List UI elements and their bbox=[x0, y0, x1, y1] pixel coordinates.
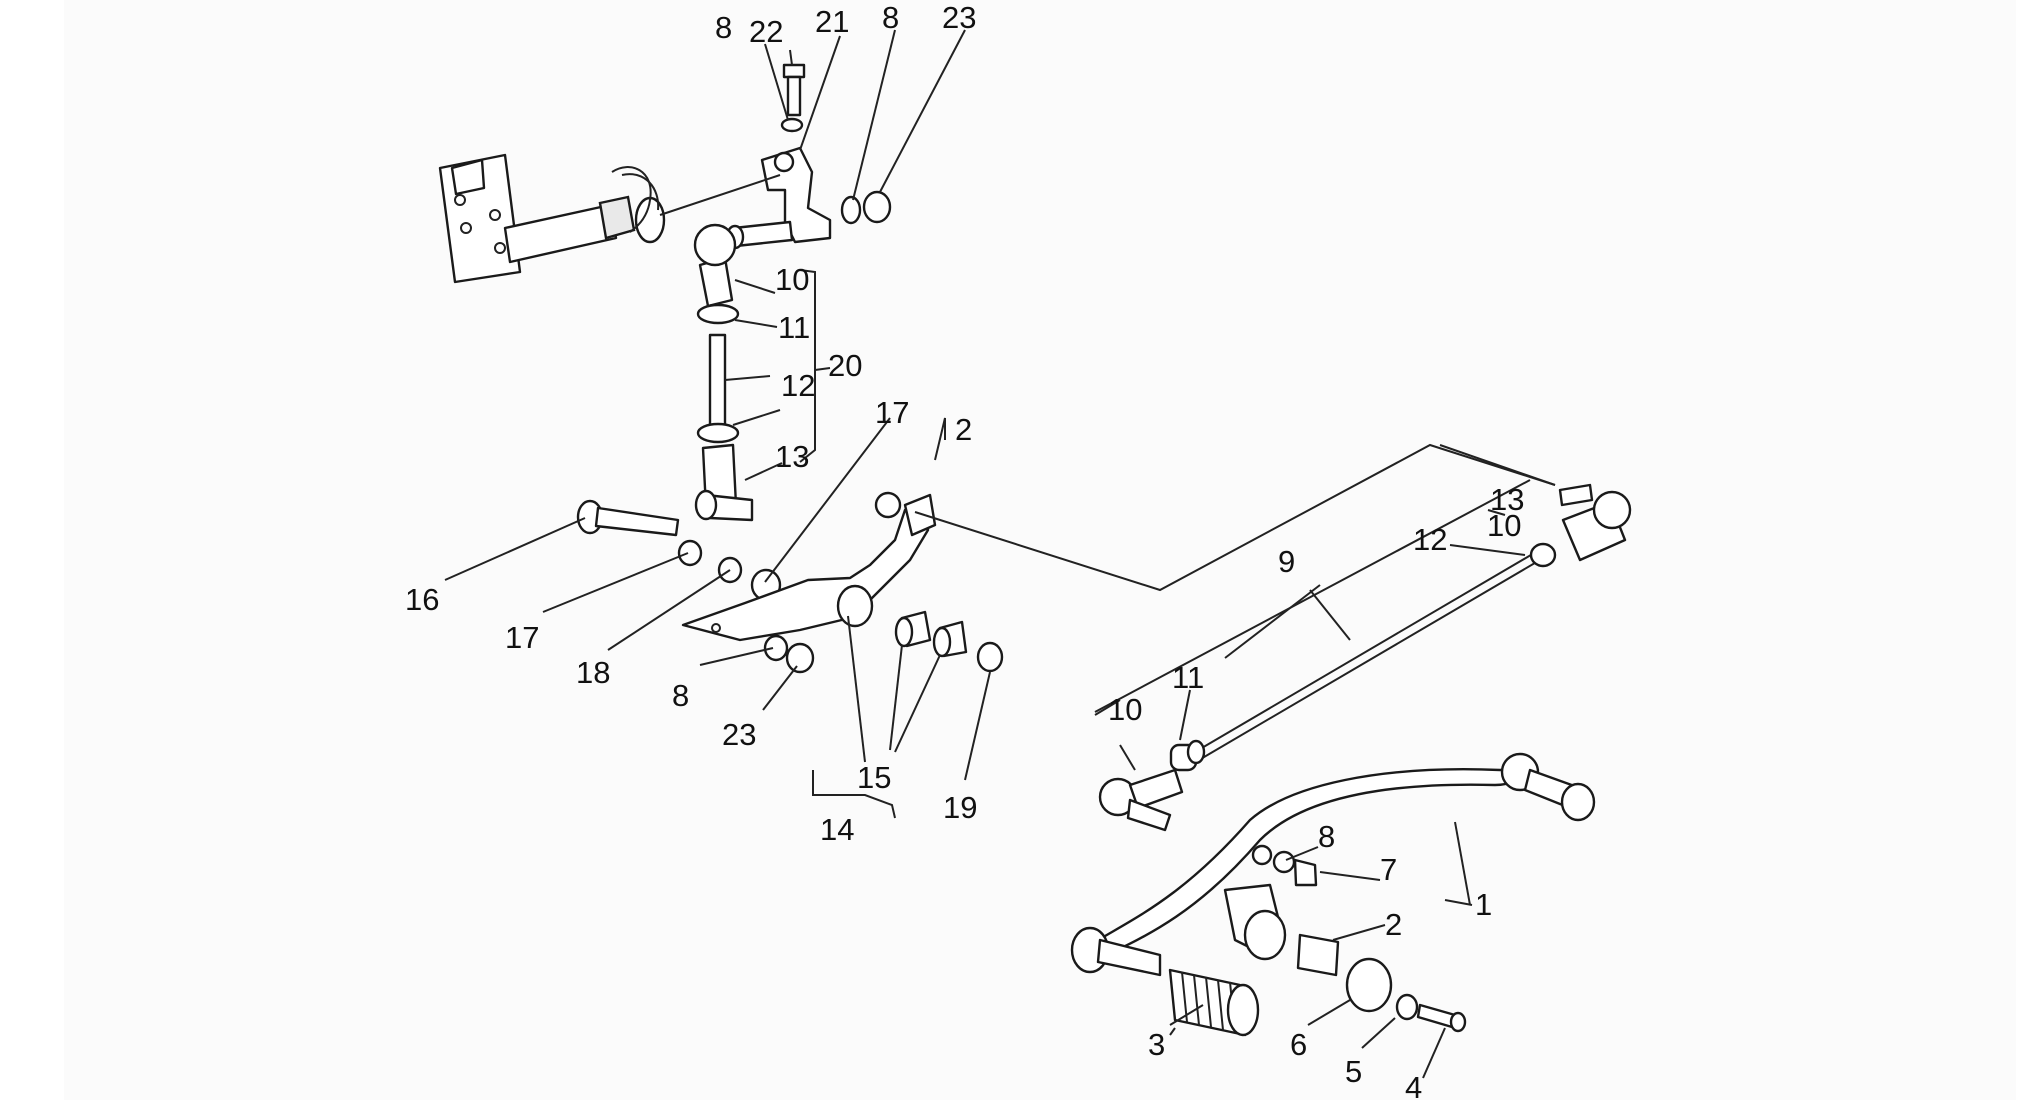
callout-11: 11 bbox=[1172, 660, 1204, 695]
callout-1: 1 bbox=[1475, 887, 1492, 922]
callout-13: 13 bbox=[775, 439, 809, 474]
callout-10: 10 bbox=[1487, 508, 1521, 543]
washer-17-left bbox=[677, 539, 703, 567]
callout-8: 8 bbox=[715, 10, 732, 45]
callout-2: 2 bbox=[955, 412, 972, 447]
cap-7 bbox=[1293, 858, 1318, 887]
washer-8-top bbox=[780, 117, 804, 133]
linkage-rod-20 bbox=[693, 223, 754, 522]
nut-2-upper bbox=[874, 491, 902, 519]
callout-8: 8 bbox=[672, 678, 689, 713]
callout-19: 19 bbox=[943, 790, 977, 825]
nut-23-lever bbox=[785, 642, 815, 674]
callout-16: 16 bbox=[405, 582, 439, 617]
bushing-2-lower bbox=[1296, 933, 1340, 977]
callout-labels: 8 22 21 8 23 10 11 20 12 13 17 2 16 17 1… bbox=[405, 0, 1524, 1100]
callout-3: 3 bbox=[1148, 1027, 1165, 1062]
washer-8-lever bbox=[763, 634, 789, 662]
bolt-22 bbox=[782, 63, 806, 117]
callout-9: 9 bbox=[1278, 544, 1295, 579]
linkage-rod-9 bbox=[1098, 483, 1632, 832]
nut-8-pedal bbox=[1272, 850, 1296, 874]
callout-12: 12 bbox=[1413, 522, 1447, 557]
diagram-panel bbox=[64, 0, 2016, 1100]
callout-6: 6 bbox=[1290, 1027, 1307, 1062]
callout-20: 20 bbox=[828, 348, 862, 383]
callout-14: 14 bbox=[820, 812, 854, 847]
callout-8: 8 bbox=[882, 0, 899, 35]
pedal-rubber-3 bbox=[1168, 968, 1260, 1037]
bushings-15 bbox=[894, 610, 968, 658]
callout-23: 23 bbox=[722, 717, 756, 752]
callout-23: 23 bbox=[942, 0, 976, 35]
callout-7: 7 bbox=[1380, 852, 1397, 887]
callout-2: 2 bbox=[1385, 907, 1402, 942]
callout-17: 17 bbox=[505, 620, 539, 655]
pivot-lever-14 bbox=[681, 493, 937, 642]
nut-19 bbox=[976, 641, 1004, 673]
gear-pedal-1 bbox=[1070, 752, 1596, 977]
callout-22: 22 bbox=[749, 14, 783, 49]
callout-10: 10 bbox=[1108, 692, 1142, 727]
callout-15: 15 bbox=[857, 760, 891, 795]
washer-8-pedal bbox=[1251, 844, 1273, 866]
washer-8-arm bbox=[840, 195, 862, 225]
callout-8: 8 bbox=[1318, 819, 1335, 854]
callout-17: 17 bbox=[875, 395, 909, 430]
bolt-16 bbox=[576, 499, 680, 537]
selector-shaft-assembly bbox=[438, 153, 666, 284]
callout-21: 21 bbox=[815, 4, 849, 39]
callout-13: 13 bbox=[1490, 482, 1524, 517]
callout-18: 18 bbox=[576, 655, 610, 690]
callout-5: 5 bbox=[1345, 1054, 1362, 1089]
callout-11: 11 bbox=[778, 310, 810, 345]
callout-12: 12 bbox=[781, 368, 815, 403]
callout-4: 4 bbox=[1405, 1070, 1422, 1100]
nut-23-arm bbox=[862, 190, 892, 224]
washer-5 bbox=[1395, 993, 1419, 1021]
washer-6 bbox=[1345, 957, 1393, 1013]
bolt-4 bbox=[1416, 1003, 1467, 1033]
callout-10: 10 bbox=[775, 262, 809, 297]
selector-arm bbox=[725, 146, 832, 250]
leader-lines bbox=[444, 29, 1556, 1079]
